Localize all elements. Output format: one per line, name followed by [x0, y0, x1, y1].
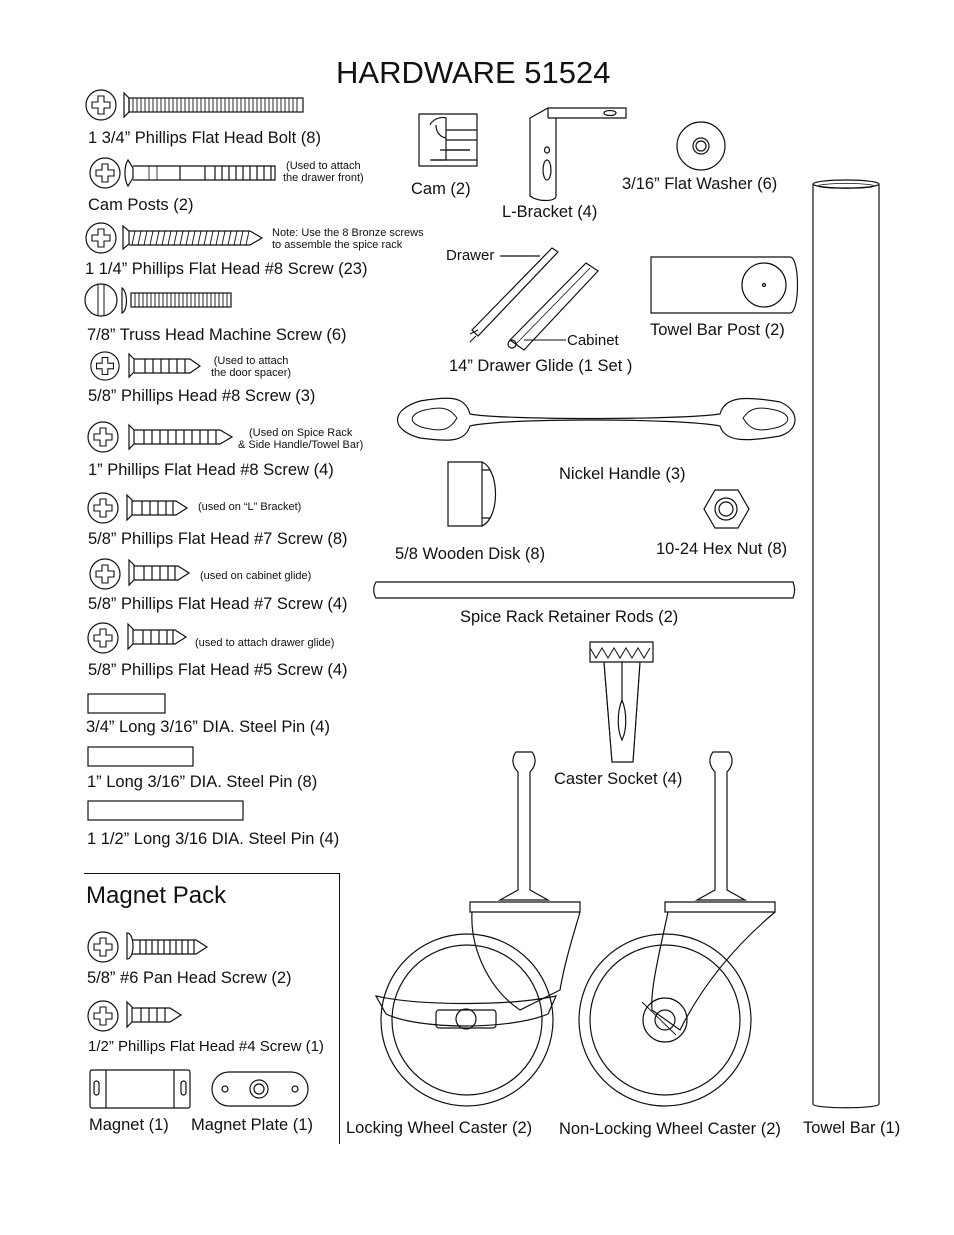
screw-1-1-4-note: Note: Use the 8 Bronze screws to assembl… — [272, 227, 424, 251]
retainer-rod-icon — [373, 581, 796, 599]
glide-cabinet-label: Cabinet — [567, 332, 619, 349]
non-locking-caster-icon — [578, 751, 776, 1107]
cam-icon — [418, 113, 478, 167]
caster-socket-label: Caster Socket (4) — [554, 770, 683, 788]
magnet-pack-border — [84, 873, 340, 1144]
glide-drawer-label: Drawer — [446, 247, 495, 264]
flat-head-bolt-label: 1 3/4” Phillips Flat Head Bolt (8) — [88, 129, 321, 147]
drawer-glide-icon — [469, 247, 599, 351]
cam-posts-note: (Used to attach the drawer front) — [283, 160, 364, 184]
retainer-rods-label: Spice Rack Retainer Rods (2) — [460, 608, 679, 626]
screw-1-1-4-label: 1 1/4” Phillips Flat Head #8 Screw (23) — [85, 260, 368, 278]
l-bracket-icon — [529, 107, 627, 202]
screw-5-8-7-b-note: (used on cabinet glide) — [200, 570, 312, 582]
wooden-disk-icon — [447, 461, 497, 527]
steel-pin-1-1-2-label: 1 1/2” Long 3/16 DIA. Steel Pin (4) — [87, 830, 340, 848]
magnet-icon — [89, 1069, 191, 1109]
cam-posts-label: Cam Posts (2) — [88, 196, 194, 214]
flat-washer-icon — [676, 121, 726, 171]
truss-head-screw-icon — [84, 283, 232, 317]
screw-5-8-5-note: (used to attach drawer glide) — [195, 637, 335, 649]
flat-washer-label: 3/16” Flat Washer (6) — [622, 175, 778, 193]
magnet-label: Magnet (1) — [89, 1116, 169, 1134]
screw-5-8-8-note: (Used to attach the door spacer) — [211, 355, 292, 379]
locking-caster-icon — [374, 751, 581, 1107]
magnet-plate-label: Magnet Plate (1) — [191, 1116, 313, 1134]
screw-5-8-7-b-label: 5/8” Phillips Flat Head #7 Screw (4) — [88, 595, 348, 613]
flat-head-bolt-icon — [85, 89, 304, 121]
screw-1-1-4-icon — [85, 222, 264, 254]
drawer-glide-label: 14” Drawer Glide (1 Set ) — [449, 357, 633, 375]
screw-5-8-5-icon — [87, 622, 188, 654]
pan-head-screw-icon — [87, 931, 209, 963]
cam-post-icon — [89, 157, 276, 189]
pan-head-label: 5/8” #6 Pan Head Screw (2) — [87, 969, 292, 987]
screw-1-8-label: 1” Phillips Flat Head #8 Screw (4) — [88, 461, 334, 479]
steel-pin-1-label: 1” Long 3/16” DIA. Steel Pin (8) — [87, 773, 318, 791]
towel-bar-icon — [812, 179, 880, 1109]
l-bracket-label: L-Bracket (4) — [502, 203, 598, 221]
cam-label: Cam (2) — [411, 180, 471, 198]
caster-socket-icon — [589, 641, 654, 763]
steel-pin-3-4-icon — [87, 693, 166, 714]
magnet-plate-icon — [211, 1071, 309, 1107]
screw-5-8-7-a-icon — [87, 492, 189, 524]
nickel-handle-icon — [396, 397, 796, 441]
wooden-disk-label: 5/8 Wooden Disk (8) — [395, 545, 546, 563]
hex-nut-icon — [703, 489, 750, 529]
steel-pin-1-icon — [87, 746, 194, 767]
screw-1-8-icon — [87, 421, 234, 453]
screw-1-8-note: (Used on Spice Rack & Side Handle/Towel … — [238, 427, 364, 451]
steel-pin-1-1-2-icon — [87, 800, 244, 821]
screw-1-2-4-icon — [87, 1000, 183, 1032]
page-title: HARDWARE 51524 — [336, 55, 611, 90]
screw-5-8-8-label: 5/8” Phillips Head #8 Screw (3) — [88, 387, 316, 405]
screw-5-8-5-label: 5/8” Phillips Flat Head #5 Screw (4) — [88, 661, 348, 679]
nickel-handle-label: Nickel Handle (3) — [559, 465, 686, 483]
towel-bar-label: Towel Bar (1) — [803, 1119, 901, 1137]
towel-bar-post-icon — [650, 256, 799, 314]
locking-caster-label: Locking Wheel Caster (2) — [346, 1119, 533, 1137]
towel-bar-post-label: Towel Bar Post (2) — [650, 321, 785, 339]
screw-5-8-7-a-label: 5/8” Phillips Flat Head #7 Screw (8) — [88, 530, 348, 548]
magnet-pack-title: Magnet Pack — [86, 882, 227, 909]
screw-5-8-7-b-icon — [89, 558, 191, 590]
truss-head-label: 7/8” Truss Head Machine Screw (6) — [87, 326, 347, 344]
screw-5-8-7-a-note: (used on “L” Bracket) — [198, 501, 302, 513]
non-locking-caster-label: Non-Locking Wheel Caster (2) — [559, 1120, 781, 1138]
hex-nut-label: 10-24 Hex Nut (8) — [656, 540, 788, 558]
screw-5-8-8-icon — [90, 351, 202, 381]
steel-pin-3-4-label: 3/4” Long 3/16” DIA. Steel Pin (4) — [86, 718, 330, 736]
screw-1-2-4-label: 1/2” Phillips Flat Head #4 Screw (1) — [88, 1038, 324, 1055]
